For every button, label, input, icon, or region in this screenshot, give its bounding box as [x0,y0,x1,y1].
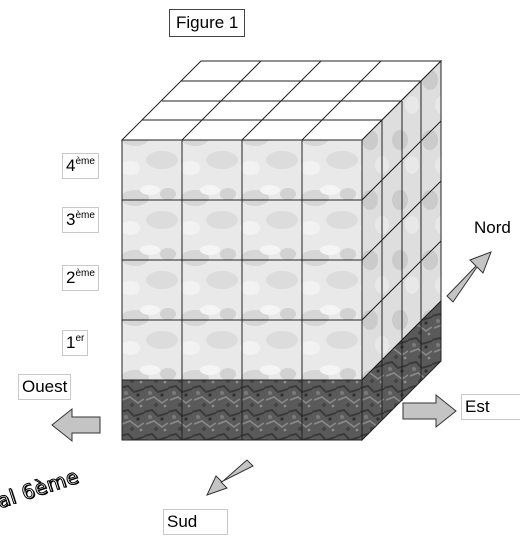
level-label-2: 2ème [62,265,99,291]
direction-label-west: Ouest [18,374,72,400]
arrow-west-icon [51,407,101,443]
direction-label-east: Est [461,394,520,420]
direction-label-north: Nord [470,215,515,241]
level-label-3: 3ème [62,207,99,233]
arrow-south-icon [206,459,254,496]
level-number: 2 [66,268,76,287]
level-label-4: 4ème [62,153,99,179]
level-suffix: ème [75,156,95,167]
level-number: 1 [66,333,76,352]
level-number: 3 [66,210,76,229]
arrow-east-icon [402,393,457,429]
cube-side-face [361,59,442,442]
level-suffix: ème [75,268,95,279]
level-label-1: 1er [62,330,89,356]
direction-label-south: Sud [163,509,229,535]
level-number: 4 [66,156,76,175]
arrow-north-icon [446,251,492,303]
figure-title: Figure 1 [169,9,246,37]
level-suffix: er [75,333,85,344]
cube-front-face [121,139,363,441]
level-suffix: ème [75,210,95,221]
